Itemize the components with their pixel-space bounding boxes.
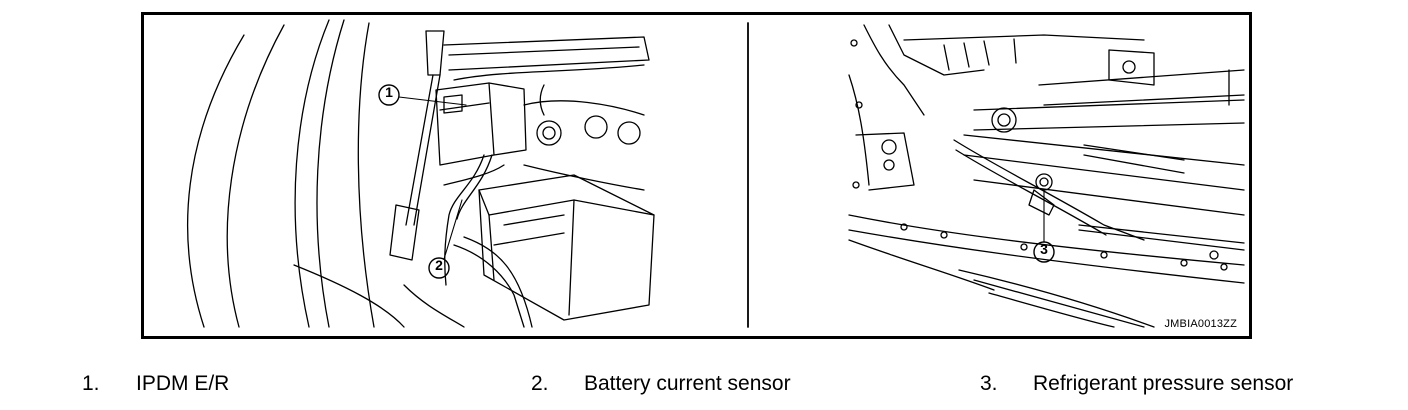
figure-code: JMBIA0013ZZ xyxy=(1164,318,1237,330)
right-panel-drawing xyxy=(848,24,1245,328)
legend-number: 3. xyxy=(980,372,998,395)
legend-text: IPDM E/R xyxy=(136,372,230,395)
legend-text: Refrigerant pressure sensor xyxy=(1033,372,1294,395)
callout-1-label: 1 xyxy=(385,84,393,100)
legend-text: Battery current sensor xyxy=(584,372,791,395)
legend-number: 1. xyxy=(82,372,100,395)
engine-bay-illustration xyxy=(187,19,1245,328)
legend-number: 2. xyxy=(531,372,549,395)
callout-3-label: 3 xyxy=(1040,241,1048,257)
left-panel-drawing xyxy=(187,19,655,328)
component-location-figure: 1 2 3 JMBIA0013ZZ xyxy=(141,12,1252,339)
callout-2-label: 2 xyxy=(435,257,443,273)
